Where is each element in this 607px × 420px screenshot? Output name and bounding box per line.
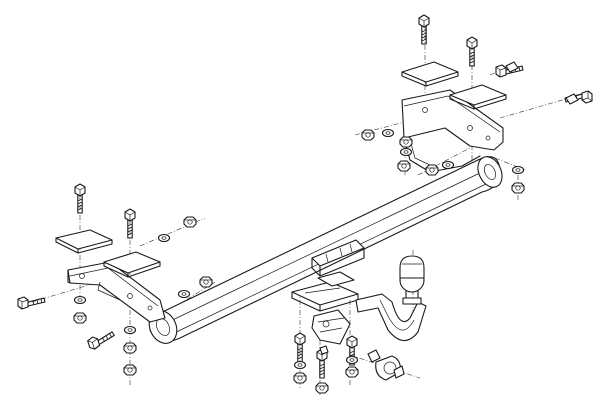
- ball-neck: [355, 293, 427, 342]
- bolts: [17, 14, 593, 379]
- crossbar-tube: [148, 156, 503, 344]
- electrical-socket-plug: [367, 349, 405, 381]
- socket-plate: [291, 271, 359, 345]
- tow-ball: [399, 255, 425, 305]
- left-mounting-plate-2: [103, 251, 161, 278]
- centre-clamp: [311, 239, 365, 277]
- right-mounting-plate-2: [449, 84, 507, 110]
- left-mounting-plate: [55, 229, 113, 254]
- pins: [319, 61, 579, 355]
- right-mounting-plate: [401, 61, 459, 87]
